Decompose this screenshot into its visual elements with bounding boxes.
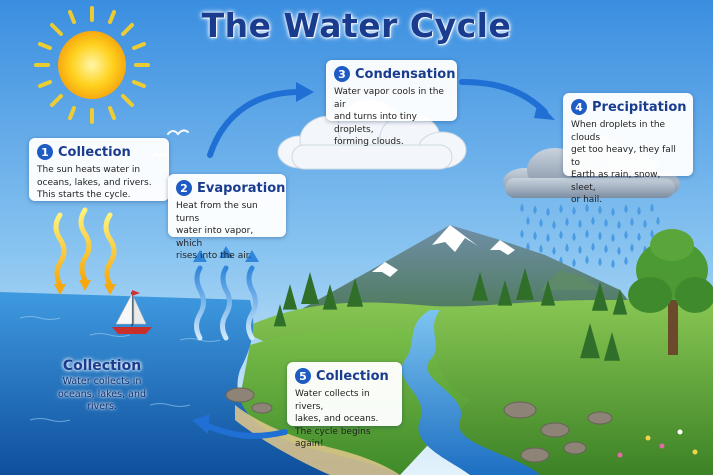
raindrop <box>650 203 654 213</box>
pine-tree <box>603 332 621 361</box>
step-card-condensation: 3 Condensation Water vapor cools in the … <box>326 60 457 147</box>
ocean-label-text: Water collects in oceans, lakes, and riv… <box>57 376 147 412</box>
step-description: Heat from the sun turns water into vapor… <box>176 201 258 261</box>
step-number-badge: 4 <box>571 99 587 115</box>
raindrop <box>624 256 628 266</box>
pine-tree <box>540 280 556 306</box>
raindrop <box>578 245 582 255</box>
raindrop <box>617 220 621 230</box>
pine-tree <box>497 280 513 306</box>
step-title: Collection <box>58 144 131 160</box>
step-description: The sun heats water in oceans, lakes, an… <box>37 165 152 200</box>
step-description: When droplets in the clouds get too heav… <box>571 120 676 205</box>
raindrop <box>624 230 628 240</box>
tree-icon <box>273 229 713 361</box>
raindrop <box>611 259 615 269</box>
river <box>401 310 540 475</box>
raindrop <box>598 205 602 215</box>
step-card-collection: 1 Collection The sun heats water in ocea… <box>29 138 169 201</box>
raindrop <box>520 229 524 239</box>
raindrop <box>533 205 537 215</box>
raindrop <box>591 242 595 252</box>
raindrop <box>611 207 615 217</box>
pine-tree <box>273 304 287 327</box>
raindrop <box>546 233 550 243</box>
raindrop <box>630 243 634 253</box>
step-number-badge: 5 <box>295 368 311 384</box>
pine-tree <box>282 284 298 310</box>
step-card-evaporation: 2 Evaporation Heat from the sun turns wa… <box>168 174 286 261</box>
step-number-badge: 1 <box>37 144 53 160</box>
raindrop <box>591 216 595 226</box>
raindrop <box>572 258 576 268</box>
raindrop <box>520 203 524 213</box>
raindrop <box>624 204 628 214</box>
raindrop <box>637 232 641 242</box>
raindrop <box>604 218 608 228</box>
raindrop <box>650 229 654 239</box>
step-description: Water vapor cools in the air and turns i… <box>334 87 444 147</box>
raindrop <box>559 204 563 214</box>
raindrop <box>598 231 602 241</box>
raindrop <box>585 255 589 265</box>
pine-tree <box>471 272 489 301</box>
raindrop <box>643 219 647 229</box>
ocean <box>0 292 400 475</box>
step-title: Collection <box>316 368 389 384</box>
sun-icon <box>34 6 150 124</box>
raindrop <box>604 244 608 254</box>
page-title: The Water Cycle <box>201 6 512 45</box>
raindrop <box>637 206 641 216</box>
step-card-collection-again: 5 Collection Water collects in rivers, l… <box>287 362 402 449</box>
raindrop <box>585 229 589 239</box>
raindrop <box>539 244 543 254</box>
step-card-precipitation: 4 Precipitation When droplets in the clo… <box>563 93 693 205</box>
ocean-collection-label: Collection Water collects in oceans, lak… <box>42 358 162 414</box>
raindrop <box>611 233 615 243</box>
pine-tree <box>591 282 609 311</box>
raindrop <box>656 216 660 226</box>
raindrop <box>630 217 634 227</box>
raindrop <box>552 246 556 256</box>
pine-tree <box>580 323 600 359</box>
raindrop <box>578 219 582 229</box>
raindrop <box>559 230 563 240</box>
raindrop <box>572 206 576 216</box>
pine-tree <box>612 289 628 315</box>
raindrop <box>539 218 543 228</box>
raindrop <box>565 243 569 253</box>
raindrop <box>585 203 589 213</box>
raindrop <box>526 216 530 226</box>
raindrop <box>546 207 550 217</box>
step-title: Precipitation <box>592 99 687 115</box>
raindrop <box>598 257 602 267</box>
raindrop <box>572 232 576 242</box>
sailboat-icon <box>112 290 152 334</box>
heat-arrow-icon <box>53 207 117 288</box>
step-title: Condensation <box>355 66 456 82</box>
raindrop <box>533 231 537 241</box>
step-number-badge: 3 <box>334 66 350 82</box>
raindrop <box>617 246 621 256</box>
raindrop <box>552 220 556 230</box>
ocean-label-title: Collection <box>62 358 142 374</box>
pine-tree <box>301 272 319 304</box>
mountain-icon <box>300 225 640 315</box>
step-number-badge: 2 <box>176 180 192 196</box>
vapor-arrow-icon <box>194 265 258 341</box>
pine-tree <box>346 278 364 307</box>
pine-tree <box>516 268 534 300</box>
raindrop <box>565 217 569 227</box>
step-description: Water collects in rivers, lakes, and oce… <box>295 389 379 449</box>
pine-tree <box>322 284 338 310</box>
step-title: Evaporation <box>197 180 286 196</box>
